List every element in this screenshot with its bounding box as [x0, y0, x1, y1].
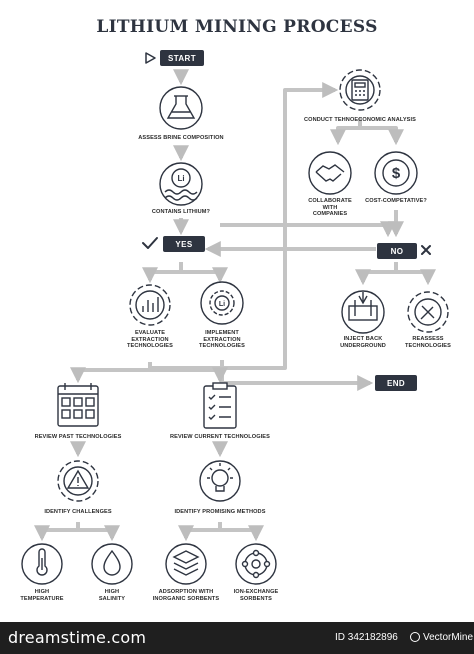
lightbulb-icon [199, 460, 241, 502]
label-inject-back: INJECT BACK UNDERGROUND [340, 336, 386, 349]
connector-challenges-split [34, 522, 80, 542]
label-implement: IMPLEMENT EXTRACTION TECHNOLOGIES [199, 330, 245, 350]
ion-exchange-icon [235, 543, 277, 585]
label-ion-exchange: ION-EXCHANGE SORBENTS [233, 589, 279, 602]
svg-text:$: $ [392, 165, 401, 182]
label-contains-lithium: CONTAINS LITHIUM? [151, 209, 211, 215]
connector-evaluate-current [150, 367, 228, 384]
footer-author-name: VectorMine [423, 632, 474, 643]
connector-evaluate-review [70, 362, 152, 384]
thermometer-icon [21, 543, 63, 585]
label-review-current: REVIEW CURRENT TECHNOLOGIES [170, 434, 270, 440]
footer-bar: dreamstime.com ID 342182896 VectorMine [0, 622, 474, 654]
li-symbol-text: Li [177, 174, 184, 183]
warning-icon [57, 460, 99, 502]
label-adsorption: ADSORPTION WITH INORGANIC SORBENTS [152, 589, 220, 602]
no-node: NO [377, 243, 417, 259]
lithium-cycle-icon: Li [200, 281, 244, 325]
calendar-grid-icon [57, 383, 99, 427]
label-assess-brine: ASSESS BRINE COMPOSITION [138, 135, 224, 141]
layers-icon [165, 543, 207, 585]
label-reassess: REASSESS TECHNOLOGIES [405, 336, 451, 349]
connector-implement-end [220, 360, 374, 391]
label-identify-methods: IDENTIFY PROMISING METHODS [174, 509, 266, 515]
connector-evaluate-analysis [148, 82, 339, 370]
inject-underground-icon [341, 290, 385, 334]
start-node: START [160, 50, 204, 66]
dollar-icon: $ [374, 151, 418, 195]
footer-author[interactable]: VectorMine [410, 632, 473, 643]
connector-no-reassess [396, 269, 436, 286]
label-conduct-analysis: CONDUCT TEHNOECONOMIC ANALYSIS [304, 117, 416, 123]
check-icon [142, 237, 158, 249]
page-title: LITHIUM MINING PROCESS [96, 17, 378, 37]
label-high-salinity: HIGH SALINITY [98, 589, 126, 602]
handshake-icon [308, 151, 352, 195]
end-node: END [375, 375, 417, 391]
connector-yes-implement [181, 267, 228, 284]
footer-brand[interactable]: dreamstime.com [8, 628, 147, 647]
connector-analysis-split [330, 118, 362, 146]
copyright-icon [410, 632, 420, 643]
connector-yes-split [142, 262, 183, 284]
connector-contains-no [220, 221, 396, 238]
connector-analysis-cost [360, 126, 404, 146]
footer-image-id: ID 342182896 [335, 632, 398, 643]
connector-challenges-salinity [78, 525, 120, 542]
cross-icon [421, 245, 431, 255]
label-high-temperature: HIGH TEMPERATURE [20, 589, 64, 602]
play-icon [145, 52, 156, 64]
li-symbol-text-2: Li [219, 301, 225, 308]
label-cost-competative: COST-COMPETATIVE? [365, 198, 427, 204]
label-collaborate: COLLABORATE WITH COMPANIES [308, 198, 352, 218]
label-identify-challenges: IDENTIFY CHALLENGES [44, 509, 112, 515]
yes-node: YES [163, 236, 205, 252]
lithium-water-icon: Li [159, 162, 203, 206]
checklist-icon [203, 382, 237, 429]
gear-chart-icon [129, 284, 171, 326]
connector-methods-ion [220, 525, 264, 542]
label-evaluate: EVALUATE EXTRACTION TECHNOLOGIES [127, 330, 173, 350]
calculator-gear-icon [339, 69, 381, 111]
connector-no-split [355, 262, 398, 286]
reassess-tools-icon [407, 291, 449, 333]
connector-methods-split [178, 522, 222, 542]
flask-icon [159, 86, 203, 130]
label-review-past: REVIEW PAST TECHNOLOGIES [34, 434, 122, 440]
water-drop-icon [91, 543, 133, 585]
